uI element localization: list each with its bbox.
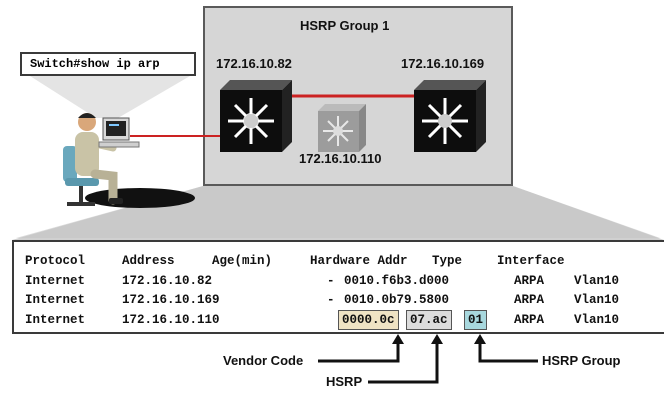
command-beam xyxy=(30,76,190,118)
header-address: Address xyxy=(122,254,175,268)
table-row-1-age: - xyxy=(327,274,335,288)
table-row-3-iface: Vlan10 xyxy=(574,313,620,327)
header-type: Type xyxy=(432,254,463,268)
left-router-ip: 172.16.10.82 xyxy=(216,56,292,71)
table-row-2-type: ARPA xyxy=(514,293,545,307)
header-protocol: Protocol xyxy=(25,254,86,268)
callout-hsrp-group: HSRP Group xyxy=(542,353,621,368)
virtual-router-ip: 172.16.10.110 xyxy=(299,151,382,166)
hw-vendor-code: 0000.0c xyxy=(338,310,399,330)
right-router-ip: 172.16.10.169 xyxy=(401,56,485,71)
switch-icon-right xyxy=(414,80,486,152)
command-prompt-box: Switch#show ip arp xyxy=(20,52,196,76)
callout-hsrp: HSRP xyxy=(326,374,363,389)
header-interface: Interface xyxy=(497,254,565,268)
header-age: Age(min) xyxy=(212,254,273,268)
table-row-2-protocol: Internet xyxy=(25,293,86,307)
switch-icon-left xyxy=(220,80,292,152)
table-row-1-hw: 0010.f6b3.d000 xyxy=(344,274,450,288)
hw-hsrp-group: 01 xyxy=(464,310,488,330)
table-row-3-type: ARPA xyxy=(514,313,545,327)
table-row-2-hw: 0010.0b79.5800 xyxy=(344,293,450,307)
table-row-1-protocol: Internet xyxy=(25,274,86,288)
table-row-1-type: ARPA xyxy=(514,274,545,288)
user-at-workstation-icon xyxy=(63,113,140,206)
callout-vendor-code: Vendor Code xyxy=(223,353,304,368)
table-row-2-iface: Vlan10 xyxy=(574,293,620,307)
table-row-3-protocol: Internet xyxy=(25,313,86,327)
table-row-1-iface: Vlan10 xyxy=(574,274,620,288)
group-title: HSRP Group 1 xyxy=(300,18,390,33)
table-row-2-age: - xyxy=(327,293,335,307)
table-row-3-address: 172.16.10.110 xyxy=(122,313,220,327)
table-row-1-address: 172.16.10.82 xyxy=(122,274,213,288)
header-hardware-addr: Hardware Addr xyxy=(310,254,408,268)
table-row-2-address: 172.16.10.169 xyxy=(122,293,220,307)
virtual-switch-icon xyxy=(318,104,366,152)
hw-hsrp-id: 07.ac xyxy=(406,310,452,330)
